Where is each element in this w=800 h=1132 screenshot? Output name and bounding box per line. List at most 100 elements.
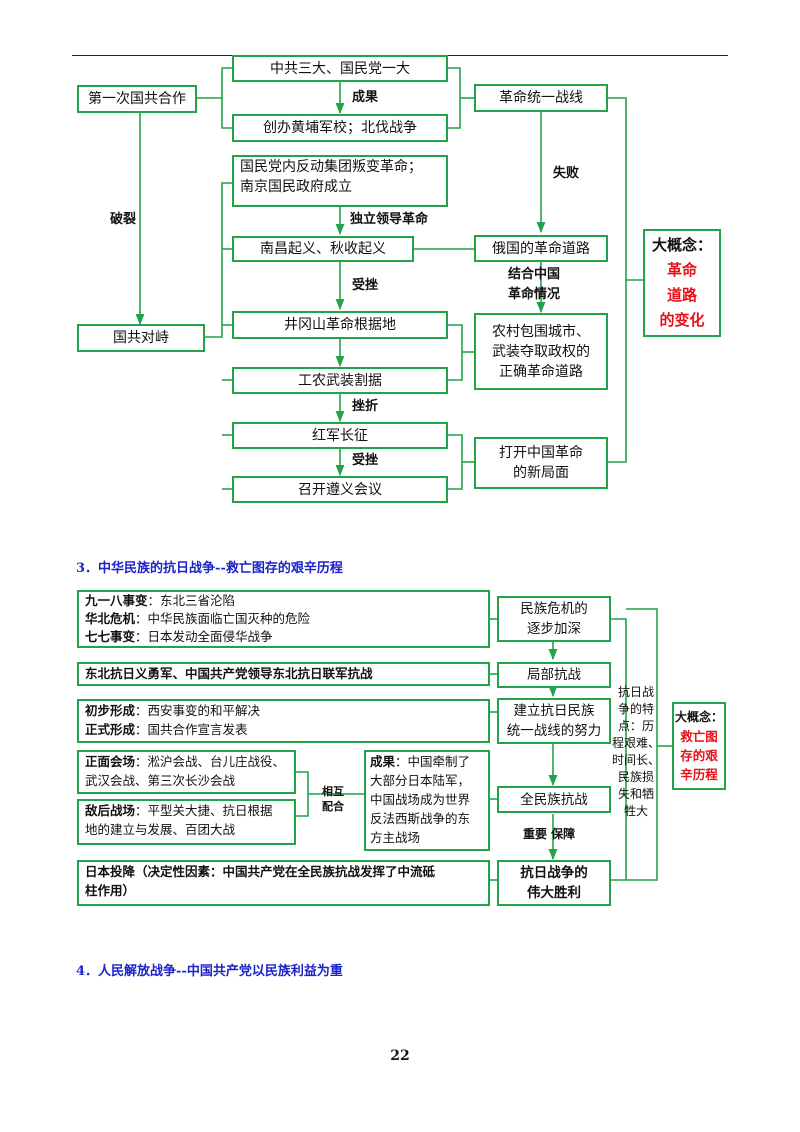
result-text3: 中国战场成为世界: [370, 792, 471, 807]
rural-line3: 正确革命道路: [499, 363, 583, 380]
features-8: 牲大: [623, 804, 648, 818]
event2-text: ：中华民族面临亡国灭种的危险: [135, 611, 311, 626]
result-text4: 反法西斯战争的东: [370, 811, 471, 826]
japan-surrender-box: 日本投降（决定性因素：中国共产党在全民族抗战发挥了中流砥 柱作用）: [77, 860, 490, 906]
confrontation-box: 国共对峙: [77, 324, 205, 352]
frontal-text2: 武汉会战、第三次长沙会战: [85, 773, 236, 788]
long-march-box: 红军长征: [232, 422, 448, 449]
formal-formation: 正式形成：国共合作宣言发表: [85, 720, 248, 739]
features-2: 争的特: [617, 702, 654, 716]
result-text1: ：中国牵制了: [395, 754, 471, 769]
guarantee-label: 重要 保障: [523, 827, 576, 841]
enemy-text2: 地的建立与发展、百团大战: [85, 822, 236, 837]
frontal-battlefield-box: 正面会场：淞沪会战、台儿庄战役、 武汉会战、第三次长沙会战: [77, 750, 296, 794]
features-4: 程艰难、: [612, 736, 661, 750]
event1: 九一八事变：东北三省沦陷: [85, 592, 235, 610]
united-front-formation-box: 初步形成：西安事变的和平解决 正式形成：国共合作宣言发表: [77, 699, 490, 743]
front-line2: 统一战线的努力: [506, 723, 602, 739]
betrayal-box: 国民党内反动集团叛变革命； 南京国民政府成立: [232, 155, 448, 207]
frustration-label-1: 受挫: [352, 278, 379, 293]
betrayal-line1: 国民党内反动集团叛变革命；: [240, 159, 422, 175]
event2-bold: 华北危机: [85, 611, 136, 626]
features-7: 失和牺: [617, 787, 654, 801]
zunyi-box: 召开遵义会议: [232, 476, 448, 503]
concept-box-2: 大概念： 救亡图 存的艰 辛历程: [672, 702, 726, 790]
whampoa-box: 创办黄埔军校；北伐战争: [232, 114, 448, 142]
formal-text: ：国共合作宣言发表: [135, 722, 248, 737]
event2: 华北危机：中华民族面临亡国灭种的危险: [85, 610, 310, 628]
concept2-line1: 救亡图: [680, 729, 718, 744]
independent-leadership-label: 独立领导革命: [350, 212, 429, 227]
new-situation-line2: 的新局面: [513, 465, 569, 481]
nanchang-uprising-box: 南昌起义、秋收起义: [232, 236, 414, 262]
cpc3-kmt1-box: 中共三大、国民党一大: [232, 55, 448, 82]
crisis-events-box: 九一八事变：东北三省沦陷 华北危机：中华民族面临亡国灭种的危险 七七事变：日本发…: [77, 590, 490, 648]
frontal-text1: ：淞沪会战、台儿庄战役、: [135, 754, 286, 769]
concept2-line2: 存的艰: [680, 748, 718, 763]
concept-title-2: 大概念：: [675, 710, 724, 724]
concept-box-1: 大概念： 革命 道路 的变化: [643, 229, 721, 337]
result-text5: 方主战场: [370, 830, 421, 845]
result-text2: 大部分日本陆军，: [370, 773, 471, 788]
initial-bold: 初步形成: [85, 703, 136, 718]
event3-bold: 七七事变: [85, 629, 136, 644]
northeast-resistance-box: 东北抗日义勇军、中国共产党领导东北抗日联军抗战: [77, 662, 490, 686]
event1-bold: 九一八事变: [85, 593, 148, 608]
page-number: 22: [390, 1048, 410, 1064]
section4-heading: 4．人民解放战争--中国共产党以民族利益为重: [76, 964, 343, 979]
event3-text: ：日本发动全面侵华战争: [135, 629, 273, 644]
event3: 七七事变：日本发动全面侵华战争: [85, 628, 273, 646]
enemy-bold: 敌后战场: [85, 803, 136, 818]
concept1-line2: 道路: [666, 286, 697, 304]
betrayal-line2: 南京国民政府成立: [240, 179, 352, 195]
concept2-line3: 辛历程: [680, 767, 718, 782]
rural-line1: 农村包围城市、: [492, 323, 590, 340]
jinggangshan-box: 井冈山革命根据地: [232, 311, 448, 339]
failure-label: 失败: [553, 166, 580, 181]
features-6: 民族损: [617, 770, 654, 784]
formal-bold: 正式形成: [85, 722, 136, 737]
frontal-row1: 正面会场：淞沪会战、台儿庄战役、: [85, 752, 285, 771]
victory-line1: 抗日战争的: [520, 865, 588, 881]
combine-label-line1: 结合中国: [508, 267, 561, 282]
surrender-line2: 柱作用）: [85, 883, 136, 898]
event1-text: ：东北三省沦陷: [147, 593, 236, 608]
crisis-line1: 民族危机的: [520, 601, 588, 617]
victory-line2: 伟大胜利: [527, 885, 581, 901]
surrender-line1: 日本投降（决定性因素：中国共产党在全民族抗战发挥了中流砥: [85, 864, 436, 879]
full-war-box: 全民族抗战: [497, 786, 611, 813]
new-situation-box: 打开中国革命 的新局面: [474, 437, 608, 489]
mutual-line1: 相互: [322, 785, 344, 798]
results-label: 成果: [352, 90, 379, 105]
setback-label: 挫折: [352, 399, 379, 414]
rural-encirclement-box: 农村包围城市、 武装夺取政权的 正确革命道路: [474, 313, 608, 390]
section3-heading: 3．中华民族的抗日战争--救亡图存的艰辛历程: [76, 561, 343, 576]
united-front-box: 革命统一战线: [474, 84, 608, 112]
new-situation-line1: 打开中国革命: [499, 445, 583, 461]
mutual-coordination-label: 相互 配合: [322, 784, 344, 814]
result-row1: 成果：中国牵制了: [370, 752, 470, 771]
crisis-line2: 逐步加深: [527, 621, 581, 637]
enemy-text1: ：平型关大捷、抗日根据: [135, 803, 273, 818]
combine-label-line2: 革命情况: [508, 287, 561, 302]
rural-line2: 武装夺取政权的: [492, 343, 590, 360]
front-line1: 建立抗日民族: [513, 703, 595, 719]
result-box: 成果：中国牵制了 大部分日本陆军， 中国战场成为世界 反法西斯战争的东 方主战场: [364, 750, 490, 851]
result-bold: 成果: [370, 754, 396, 769]
war-features-text: 抗日战 争的特 点：历 程艰难、 时间长、 民族损 失和牺 牲大: [612, 684, 660, 820]
enemy-rear-battlefield-box: 敌后战场：平型关大捷、抗日根据 地的建立与发展、百团大战: [77, 799, 296, 845]
initial-formation: 初步形成：西安事变的和平解决: [85, 701, 260, 720]
mutual-line2: 配合: [322, 800, 344, 813]
frustration-label-2: 受挫: [352, 453, 379, 468]
armed-separation-box: 工农武装割据: [232, 367, 448, 394]
rupture-label: 破裂: [110, 212, 137, 227]
russian-path-box: 俄国的革命道路: [474, 235, 608, 262]
crisis-deepening-box: 民族危机的 逐步加深: [497, 596, 611, 642]
enemy-row1: 敌后战场：平型关大捷、抗日根据: [85, 801, 273, 820]
features-5: 时间长、: [612, 753, 661, 767]
features-1: 抗日战: [617, 685, 654, 699]
frontal-bold: 正面会场: [85, 754, 136, 769]
first-cooperation-box: 第一次国共合作: [77, 85, 197, 113]
features-3: 点：历: [617, 719, 654, 733]
